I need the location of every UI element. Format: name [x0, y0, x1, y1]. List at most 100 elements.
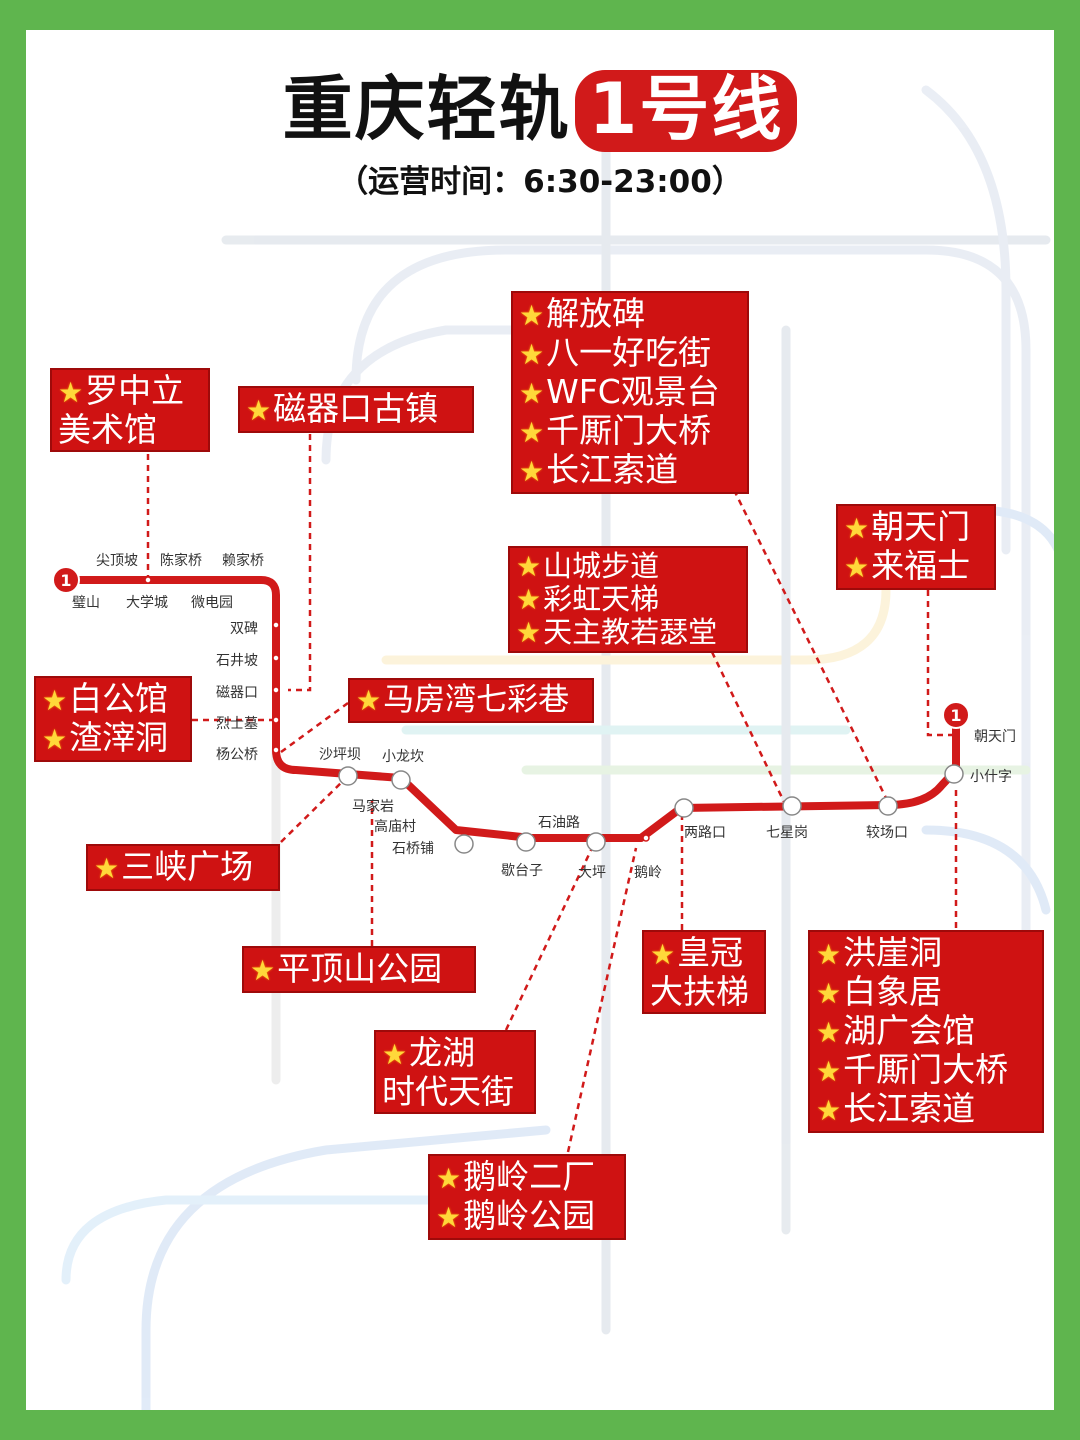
station-ciqikou: 磁器口 — [216, 685, 258, 701]
star-icon: ★ — [42, 684, 68, 717]
station-xiaolongkan: 小龙坎 — [382, 749, 424, 765]
operating-hours: （运营时间：6:30-23:00） — [337, 164, 743, 200]
station-dot-eling — [642, 834, 650, 842]
star-icon: ★ — [816, 1094, 842, 1127]
attraction-box-baigongguan: ★白公馆 ★渣滓洞 — [34, 676, 192, 762]
title-main: 重庆轻轨 — [282, 68, 571, 150]
star-icon: ★ — [844, 512, 870, 545]
connector-ciqikou — [288, 434, 312, 692]
station-shijingpo: 石井坡 — [216, 653, 258, 669]
star-icon: ★ — [516, 583, 542, 616]
connector-shancheng — [710, 651, 788, 807]
connector-jiefangbei — [732, 489, 892, 807]
station-daping: 大坪 — [578, 865, 606, 881]
attraction-box-jiefangbei: ★解放碑 ★八一好吃街 ★WFC观景台 ★千厮门大桥 ★长江索道 — [511, 291, 749, 494]
station-bishan: 璧山 — [72, 595, 100, 611]
station-dot-shuangbei — [272, 621, 280, 629]
star-icon: ★ — [436, 1201, 462, 1234]
star-icon: ★ — [42, 723, 68, 756]
star-icon: ★ — [436, 1162, 462, 1195]
attraction-box-mafangwan: ★马房湾七彩巷 — [348, 678, 594, 723]
station-dot-yanggongqiao — [272, 746, 280, 754]
station-lieshimu: 烈士墓 — [216, 716, 258, 732]
station-shiyoulu: 石油路 — [538, 815, 580, 831]
star-icon: ★ — [816, 1055, 842, 1088]
station-dot-shijingpo — [272, 654, 280, 662]
attraction-box-huangguan: ★皇冠 大扶梯 — [642, 930, 766, 1014]
star-icon: ★ — [519, 299, 545, 332]
station-chenjiaqiao: 陈家桥 — [160, 553, 202, 569]
station-shapingba: 沙坪坝 — [319, 747, 361, 763]
terminal-badge-text-east: 1 — [950, 706, 961, 725]
line-1-track — [62, 576, 960, 842]
station-shiqiaopu: 石桥铺 — [392, 841, 434, 857]
attraction-box-chaotianmen: ★朝天门 ★来福士 — [836, 504, 996, 590]
station-lianglukou: 两路口 — [684, 825, 726, 841]
attraction-box-shancheng: ★山城步道 ★彩虹天梯 ★天主教若瑟堂 — [508, 546, 748, 653]
title-line-badge: 1号线 — [574, 70, 798, 152]
star-icon: ★ — [519, 377, 545, 410]
station-jiaochangkou: 较场口 — [866, 825, 908, 841]
star-icon: ★ — [382, 1038, 408, 1071]
station-gepingzi: 歇台子 — [501, 863, 543, 879]
attraction-box-sanxia: ★三峡广场 — [86, 844, 280, 891]
attraction-box-luozhongli: ★罗中立 美术馆 — [50, 368, 210, 452]
bg-line-loop — [141, 1125, 551, 1410]
station-chaotianmen: 朝天门 — [974, 729, 1016, 745]
attraction-box-hongyadong: ★洪崖洞 ★白象居 ★湖广会馆 ★千厮门大桥 ★长江索道 — [808, 930, 1044, 1133]
connector-longhu — [504, 847, 594, 1031]
transfer-xiaoshizi — [944, 764, 964, 784]
station-yanggongqiao: 杨公桥 — [216, 747, 258, 763]
station-dot-lieshimu — [272, 716, 280, 724]
transfer-shapingba — [338, 766, 358, 786]
station-eling: 鹅岭 — [634, 865, 662, 881]
star-icon: ★ — [816, 938, 842, 971]
star-icon: ★ — [356, 684, 382, 717]
star-icon: ★ — [816, 977, 842, 1010]
station-laijiaqiao: 赖家桥 — [222, 553, 264, 569]
bg-line-e — [381, 505, 891, 665]
star-icon: ★ — [246, 394, 272, 427]
star-icon: ★ — [250, 954, 276, 987]
transfer-lianglukou — [674, 798, 694, 818]
bg-line-k — [921, 825, 1051, 915]
transfer-qixinggang — [782, 796, 802, 816]
station-dot-jianding — [144, 576, 152, 584]
star-icon: ★ — [650, 938, 676, 971]
station-daxuecheng: 大学城 — [126, 595, 168, 611]
terminal-badge-chaotianmen: 1 — [942, 701, 970, 729]
star-icon: ★ — [58, 376, 84, 409]
connector-sanxia — [280, 775, 349, 843]
attraction-box-eling: ★鹅岭二厂 ★鹅岭公园 — [428, 1154, 626, 1240]
station-weidianyuan: 微电园 — [191, 595, 233, 611]
station-gaomiaocun: 高庙村 — [374, 819, 416, 835]
transfer-jiaochangkou — [878, 796, 898, 816]
terminal-badge-bishan: 1 — [52, 566, 80, 594]
station-majiayan: 马家岩 — [352, 799, 394, 815]
transfer-shiqiaopu — [454, 834, 474, 854]
star-icon: ★ — [519, 455, 545, 488]
station-qixinggang: 七星岗 — [766, 825, 808, 841]
star-icon: ★ — [519, 416, 545, 449]
line-1-route-map: 1 1 — [52, 434, 970, 1153]
bg-line-d — [921, 85, 1011, 555]
attraction-box-longhu: ★龙湖 时代天街 — [374, 1030, 536, 1114]
connector-chaotianmen — [926, 590, 956, 737]
transfer-gepingzi — [516, 832, 536, 852]
connector-eling — [566, 847, 638, 1153]
star-icon: ★ — [516, 616, 542, 649]
transfer-daping — [586, 832, 606, 852]
station-dot-ciqikou — [272, 686, 280, 694]
station-jianding: 尖顶坡 — [96, 553, 138, 569]
attraction-box-ciqikou: ★磁器口古镇 — [238, 386, 474, 433]
star-icon: ★ — [519, 338, 545, 371]
bg-line-a — [61, 1195, 591, 1285]
star-icon: ★ — [94, 852, 120, 885]
attraction-box-pingdingshan: ★平顶山公园 — [242, 946, 476, 993]
station-shuangbei: 双碑 — [230, 621, 258, 637]
station-xiaoshizi: 小什字 — [970, 769, 1012, 785]
connector-mafangwan — [280, 701, 349, 754]
star-icon: ★ — [816, 1016, 842, 1049]
